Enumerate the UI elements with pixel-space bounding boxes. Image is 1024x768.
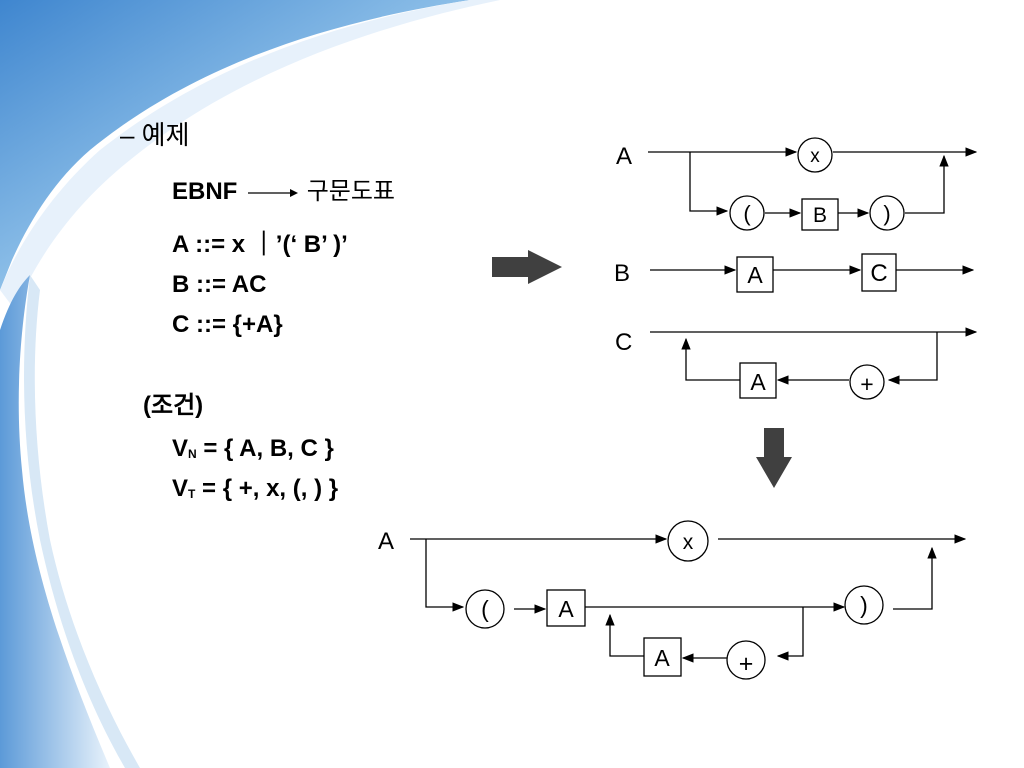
nonterminal-a1-text: A [558,596,574,622]
nonterminal-c-text: C [870,260,887,287]
terminal-plus-text: + [739,650,754,678]
diagram-final: A x ( A ) + A [378,520,967,680]
diagram-c-label: C [615,329,632,356]
vt-set: VT = { +, x, (, ) } [172,477,338,501]
nonterminal-b-text: B [813,204,827,227]
transform-arrow-down-icon [756,428,792,488]
ebnf-title: EBNF 구문도표 [172,180,395,204]
vn-members: = { A, B, C } [196,435,334,462]
terminal-close-paren-text: ) [860,592,868,618]
vt-symbol: V [172,475,189,502]
diagram-final-label: A [378,528,394,555]
nonterminal-a2-text: A [654,645,670,671]
vt-members: = { +, x, (, ) } [195,475,339,502]
terminal-plus [849,364,885,400]
diagram-b: B A C [614,253,975,293]
vt-subscript: T [188,487,196,501]
terminal-plus-text: + [860,371,873,397]
terminal-x [667,520,709,562]
terminal-x-text: x [810,146,820,167]
rule-a: A ::= x ｜’(‘ B’ )’ [172,231,348,258]
nonterminal-b [801,198,839,231]
nonterminal-a2 [643,637,682,677]
terminal-open-paren [465,589,505,629]
nonterminal-a [739,362,777,399]
arrow-right-icon [248,188,299,197]
diagram-c: C + A [615,327,978,400]
rule-c: C ::= {+A} [172,311,283,338]
condition-label: (조건) [143,392,204,419]
diagram-b-label: B [614,260,630,287]
terminal-open-paren [729,195,765,231]
diagram-a-label: A [616,143,632,170]
ebnf-label: EBNF [172,178,238,205]
terminal-open-paren-text: ( [743,201,751,226]
transform-arrow-right-icon [492,250,562,284]
diagram-a: A x ( B ) [616,137,978,231]
nonterminal-a-text: A [747,262,763,288]
nonterminal-a [736,256,774,293]
vn-symbol: V [172,435,189,462]
terminal-plus [726,640,766,680]
terminal-open-paren-text: ( [481,596,489,622]
example-label: – 예제 [120,120,190,150]
syntax-diagram-label: 구문도표 [306,178,396,205]
terminal-x-text: x [683,531,694,554]
terminal-close-paren [869,195,905,231]
vn-set: VN = { A, B, C } [172,437,334,461]
vn-subscript: N [188,447,197,461]
terminal-close-paren [844,585,884,625]
nonterminal-a1 [546,589,586,627]
rule-b: B ::= AC [172,271,267,298]
nonterminal-c [861,253,897,292]
terminal-x [797,137,833,173]
nonterminal-a-text: A [750,369,766,395]
terminal-close-paren-text: ) [883,201,890,226]
